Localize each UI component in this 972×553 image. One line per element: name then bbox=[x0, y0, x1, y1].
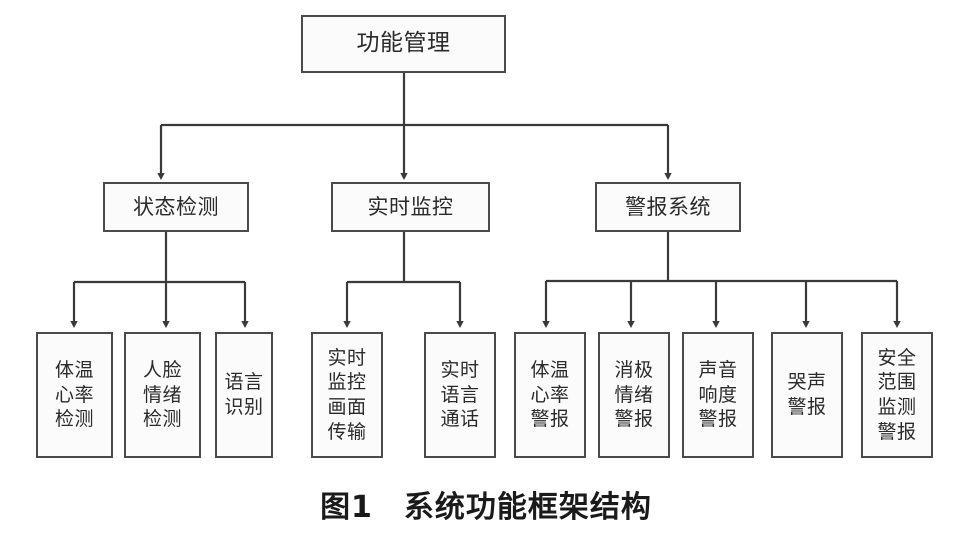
node-temp-heartrate-detection[interactable]: 体温 心率 检测 bbox=[36, 332, 113, 458]
node-realtime-voice-call-label: 实时 语言 通话 bbox=[440, 358, 480, 431]
node-safe-range-monitor-alarm-label: 安全 范围 监测 警报 bbox=[877, 346, 917, 443]
node-face-emotion-detection-label: 人脸 情绪 检测 bbox=[142, 358, 182, 431]
node-temp-heartrate-alarm[interactable]: 体温 心率 警报 bbox=[514, 332, 586, 458]
node-root[interactable]: 功能管理 bbox=[301, 15, 506, 73]
node-temp-heartrate-alarm-label: 体温 心率 警报 bbox=[530, 358, 570, 431]
node-temp-heartrate-detection-label: 体温 心率 检测 bbox=[54, 358, 94, 431]
node-negative-emotion-alarm[interactable]: 消极 情绪 警报 bbox=[598, 332, 670, 458]
node-realtime-video-transmission-label: 实时 监控 画面 传输 bbox=[327, 346, 367, 443]
node-negative-emotion-alarm-label: 消极 情绪 警报 bbox=[614, 358, 654, 431]
node-alarm-system-label: 警报系统 bbox=[625, 194, 711, 219]
node-safe-range-monitor-alarm[interactable]: 安全 范围 监测 警报 bbox=[861, 332, 933, 458]
node-speech-recognition[interactable]: 语言 识别 bbox=[215, 332, 273, 458]
node-crying-alarm[interactable]: 哭声 警报 bbox=[771, 332, 843, 458]
figure-caption: 图1 系统功能框架结构 bbox=[320, 490, 652, 525]
flowchart-connectors bbox=[70, 73, 901, 328]
node-sound-volume-alarm-label: 声音 响度 警报 bbox=[698, 358, 738, 431]
node-realtime-video-transmission[interactable]: 实时 监控 画面 传输 bbox=[311, 332, 383, 458]
node-status-detection[interactable]: 状态检测 bbox=[103, 182, 249, 232]
node-sound-volume-alarm[interactable]: 声音 响度 警报 bbox=[682, 332, 754, 458]
node-realtime-monitoring-label: 实时监控 bbox=[367, 194, 454, 219]
node-speech-recognition-label: 语言 识别 bbox=[224, 371, 264, 418]
node-alarm-system[interactable]: 警报系统 bbox=[595, 182, 741, 232]
node-face-emotion-detection[interactable]: 人脸 情绪 检测 bbox=[124, 332, 201, 458]
node-realtime-voice-call[interactable]: 实时 语言 通话 bbox=[424, 332, 496, 458]
node-root-label: 功能管理 bbox=[356, 30, 451, 57]
node-status-detection-label: 状态检测 bbox=[133, 194, 219, 219]
node-realtime-monitoring[interactable]: 实时监控 bbox=[331, 182, 490, 232]
node-crying-alarm-label: 哭声 警报 bbox=[787, 371, 827, 418]
